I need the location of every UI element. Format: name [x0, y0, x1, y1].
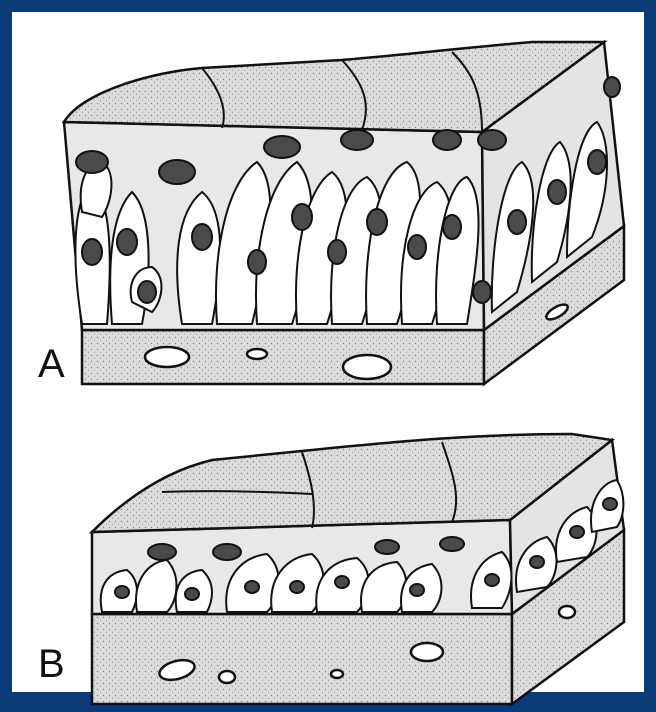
panel-b-basal-front	[92, 614, 512, 704]
panel-a-basal-front	[82, 330, 484, 384]
panel-a-label: A	[38, 344, 65, 384]
figure-frame: A	[12, 12, 644, 692]
panel-b-label: B	[38, 644, 65, 684]
panel-a-drawing	[12, 12, 644, 392]
panel-b-drawing	[12, 412, 644, 712]
